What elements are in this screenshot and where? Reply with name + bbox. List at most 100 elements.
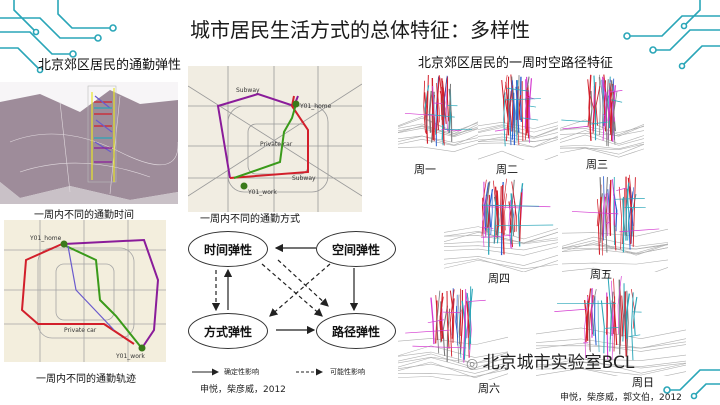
circuit-decoration-bottom-right: [663, 369, 720, 400]
space-time-path: [508, 90, 512, 123]
space-time-path: [449, 290, 455, 343]
base-map-line: [444, 231, 558, 244]
excursion-path: [483, 206, 521, 209]
commute-time-3d-map: [0, 82, 178, 204]
space-time-path: [633, 296, 638, 336]
space-time-path: [526, 95, 529, 131]
day-label-wednesday: 周三: [586, 158, 608, 171]
excursion-path: [605, 221, 611, 225]
space-time-path: [609, 179, 612, 236]
circuit-decoration-top-left: [0, 0, 117, 74]
space-time-path: [423, 80, 426, 133]
base-map-line: [536, 364, 686, 376]
space-time-path: [631, 292, 634, 361]
node-time-flexibility: 时间弹性: [188, 231, 268, 267]
node-space-flexibility: 空间弹性: [316, 231, 396, 267]
path-panel-saturday: [398, 280, 508, 380]
base-map-line: [560, 130, 644, 145]
base-map-line: [444, 254, 558, 266]
space-time-path: [467, 300, 471, 337]
excursion-path: [495, 224, 554, 227]
space-time-path: [589, 90, 593, 127]
space-time-path: [602, 77, 607, 127]
base-map-line: [444, 258, 558, 272]
path-drawing: [444, 178, 558, 272]
space-time-path: [443, 87, 445, 146]
day-label-monday: 周一: [414, 163, 436, 176]
path-panel-thursday: [444, 172, 558, 272]
space-time-path: [437, 94, 440, 123]
space-time-path: [449, 289, 455, 357]
excursion-path: [481, 235, 511, 238]
space-time-path: [507, 76, 510, 136]
page-title: 城市居民生活方式的总体特征：多样性: [190, 18, 530, 42]
path-panel-tuesday: [478, 70, 558, 160]
space-time-path: [448, 83, 452, 133]
excursion-path: [614, 198, 645, 200]
space-time-path: [443, 75, 448, 130]
label-work-2: Y01_work: [115, 353, 145, 360]
label-subway-bottom: Subway: [292, 175, 316, 182]
space-time-path: [430, 297, 435, 345]
path-drawing: [398, 74, 478, 152]
space-time-path: [605, 79, 609, 146]
space-time-path: [446, 290, 450, 349]
base-map-line: [536, 338, 686, 349]
excursion-path: [506, 87, 529, 92]
space-time-path: [618, 186, 622, 250]
wechat-icon: ◎: [466, 356, 483, 372]
space-time-path: [621, 295, 624, 337]
node-route-flexibility: 路径弹性: [316, 313, 396, 349]
base-map-line: [398, 128, 478, 138]
space-time-path: [448, 88, 453, 142]
base-map-line: [478, 139, 558, 148]
label-home: Y01_home: [299, 103, 332, 110]
path-panel-wednesday: [560, 70, 644, 160]
node-mode-flexibility: 方式弹性: [188, 313, 268, 349]
base-map-line: [444, 226, 558, 240]
space-time-path: [425, 90, 429, 143]
excursion-path: [467, 299, 486, 302]
excursion-path: [602, 113, 607, 117]
right-citation: 申悦，柴彦威，郭文伯，2012: [560, 393, 682, 403]
excursion-path: [554, 308, 588, 312]
space-time-path: [597, 300, 600, 352]
space-time-path: [595, 86, 601, 126]
space-time-path: [631, 288, 635, 329]
base-map-line: [398, 351, 508, 364]
space-time-path: [428, 90, 432, 133]
excursion-path: [528, 105, 537, 108]
space-time-path: [622, 283, 625, 342]
excursion-path: [609, 90, 623, 93]
space-time-path: [456, 294, 458, 346]
base-map-line: [562, 243, 668, 254]
excursion-path: [481, 204, 540, 207]
base-map-line: [536, 368, 686, 376]
base-map-line: [398, 356, 508, 364]
path-panel-monday: [398, 70, 478, 160]
space-time-path: [509, 85, 514, 129]
base-map-line: [398, 345, 508, 358]
excursion-path: [443, 311, 461, 314]
left-heading: 北京郊区居民的通勤弹性: [38, 58, 182, 73]
space-time-path: [607, 89, 611, 122]
space-time-path: [462, 305, 466, 360]
space-time-path: [592, 81, 597, 134]
space-time-path: [594, 295, 597, 346]
space-time-path: [509, 79, 513, 146]
space-time-path: [436, 75, 440, 131]
space-time-path: [519, 192, 523, 242]
day-label-thursday: 周四: [488, 272, 510, 285]
flexibility-diagram: 时间弹性 空间弹性 方式弹性 路径弹性 确定性影响 可能性影响 申悦，柴彦威，2…: [178, 224, 396, 395]
space-time-path: [508, 87, 511, 137]
base-map-line: [398, 143, 478, 152]
base-map-line: [562, 267, 668, 272]
day-label-sunday: 周日: [632, 376, 654, 389]
space-time-path: [613, 194, 618, 228]
space-time-path: [508, 201, 512, 233]
commute-mode-map: Subway Y01_home Private car Subway Y01_w…: [188, 66, 362, 212]
excursion-path: [605, 327, 619, 329]
base-map-line: [562, 247, 668, 255]
base-map-line: [562, 240, 668, 256]
space-time-path: [511, 181, 516, 233]
